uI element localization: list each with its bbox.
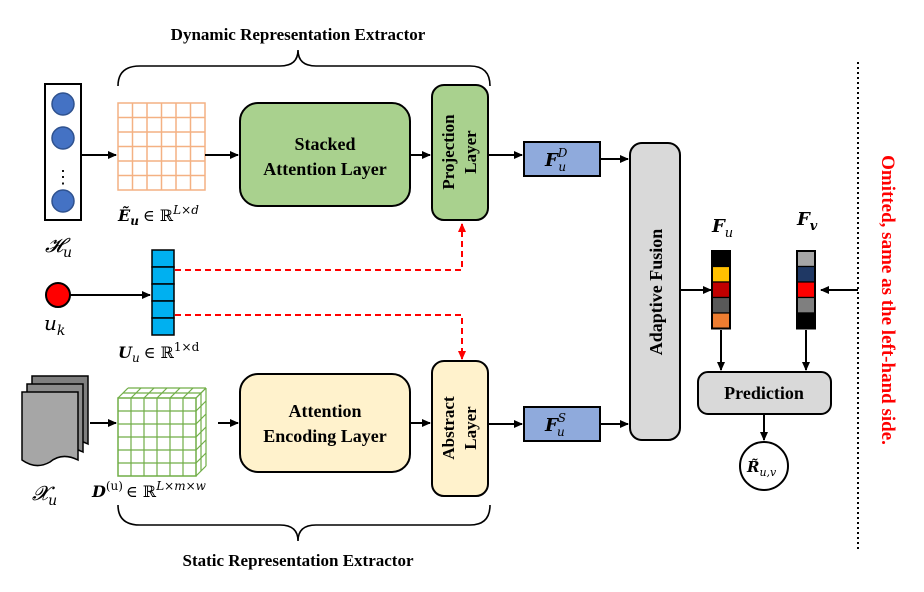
history-item-circle (51, 92, 75, 116)
projection-label-line1: Projection (439, 114, 458, 190)
user-final-feature-cell (711, 265, 731, 283)
user-vector-cell (151, 249, 175, 268)
static-feature-box (523, 406, 601, 442)
adaptive-fusion-label: Adaptive Fusion (646, 229, 666, 356)
static-input-label: 𝓧u (32, 481, 57, 509)
prediction-label: Prediction (724, 383, 804, 403)
item-final-feature-cell (796, 265, 816, 283)
item-final-feature-cell (796, 312, 816, 330)
attention-encoding-label-line1: Attention (289, 401, 362, 421)
static-extractor-title: Static Representation Extractor (182, 551, 413, 570)
user-vector-cell (151, 283, 175, 302)
item-final-feature-cell-frame (796, 250, 816, 330)
dynamic-extractor-title: Dynamic Representation Extractor (171, 25, 426, 44)
embedding-grid (117, 102, 206, 191)
target-item-node (45, 282, 71, 308)
predicted-rating-node (739, 441, 789, 491)
user-final-feature-cell (711, 250, 731, 268)
history-item-circle (51, 126, 75, 150)
user-vector-cell (151, 300, 175, 319)
stacked-attention-layer (239, 102, 411, 207)
item-final-feature-vector (796, 250, 816, 330)
history-item-circle (51, 189, 75, 213)
user-final-feature-label: Fu (711, 216, 733, 241)
document-stack-icon (21, 375, 89, 467)
user-final-feature-cell (711, 296, 731, 314)
target-item-label: uk (44, 311, 65, 339)
user-vector-label: Uu∈ ℝ1×d (118, 340, 200, 365)
stacked-attention-label-line2: Attention Layer (263, 159, 386, 179)
top-brace (117, 49, 491, 87)
projection-label-line2: Layer (461, 130, 480, 174)
bottom-brace (117, 504, 491, 542)
document-tensor-cube (117, 387, 207, 477)
stacked-attention-label-line1: Stacked (294, 134, 355, 154)
abstract-layer (431, 360, 489, 497)
projection-layer (431, 84, 489, 221)
user-to-projection-dashed-arrow (175, 223, 466, 271)
user-vector-cell (151, 317, 175, 336)
attention-encoding-label-line2: Encoding Layer (263, 426, 387, 446)
abstract-label-line1: Abstract (439, 396, 458, 460)
history-label: 𝓗u (45, 233, 72, 261)
document-tensor-label: D(u)∈ ℝL×m×w (91, 479, 207, 501)
user-final-feature-cell-frame (711, 250, 731, 330)
embedding-matrix-label: Ẽu∈ ℝL×d (117, 203, 199, 228)
item-final-feature-cell (796, 250, 816, 268)
user-final-feature-vector (711, 250, 731, 330)
history-dots: ⋮ (54, 167, 72, 187)
item-final-feature-cell (796, 296, 816, 314)
attention-encoding-layer (239, 373, 411, 473)
user-final-feature-cell (711, 312, 731, 330)
user-vector (151, 249, 175, 336)
omitted-note: Omitted, same as the left-hand side. (877, 155, 898, 445)
dynamic-feature-box (523, 141, 601, 177)
user-to-abstract-dashed-arrow (175, 314, 466, 360)
item-final-feature-label: Fv (796, 209, 818, 234)
user-final-feature-cell (711, 281, 731, 299)
predicted-rating-label: R̃u,v (746, 458, 777, 479)
abstract-label-line2: Layer (461, 406, 480, 450)
item-final-feature-cell (796, 281, 816, 299)
user-vector-cell (151, 266, 175, 285)
adaptive-fusion-block (629, 142, 681, 441)
